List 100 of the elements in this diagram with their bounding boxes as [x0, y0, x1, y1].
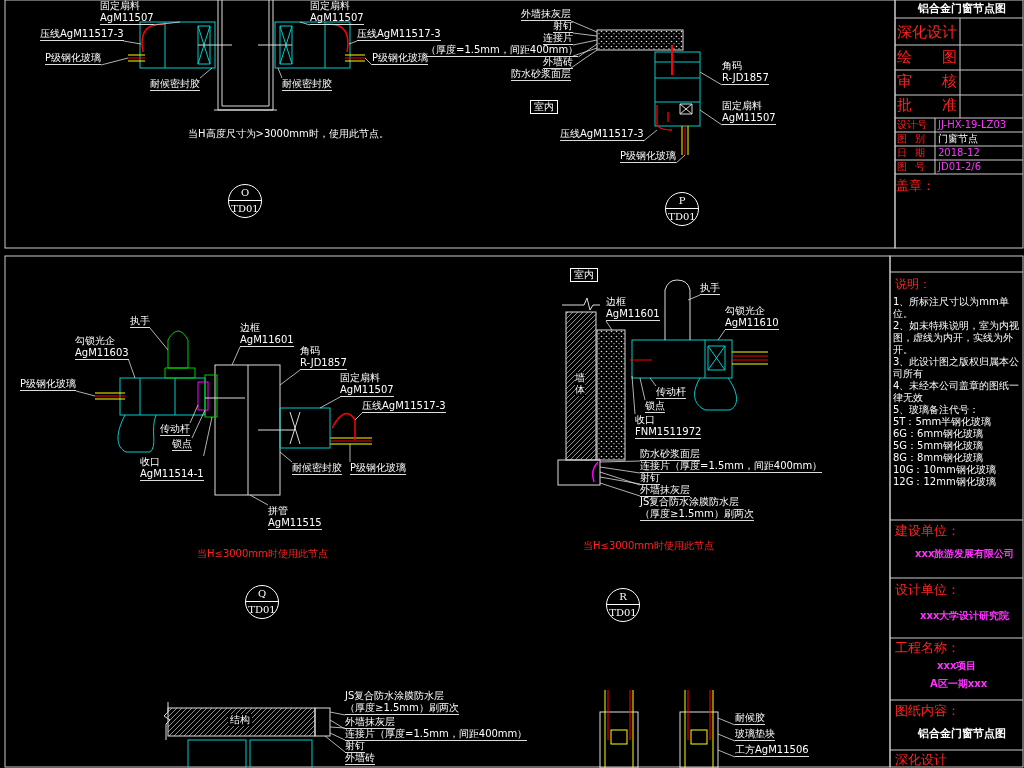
drawing-title: 铝合金门窗节点图 [918, 2, 1006, 15]
room-side-tag: 室内 [570, 268, 598, 282]
part-spec: （厚度≥1.5mm）刷两次 [345, 702, 459, 714]
note-text: 4、未经本公司盖章的图纸一律无效 [893, 380, 1020, 404]
leader-line [639, 377, 646, 401]
title-block-text: 批准 [897, 97, 987, 114]
leader-line [123, 40, 142, 45]
title-block-text: 建设单位： [895, 523, 960, 538]
part-name: 角码 [300, 345, 321, 357]
title-block-text: 盖章： [896, 178, 935, 193]
part-name: 收口 [140, 456, 161, 468]
leader-line [675, 154, 686, 164]
callout-label [268, 505, 322, 530]
callout-label [722, 60, 769, 85]
part-spec: R-JD1857 [722, 72, 769, 84]
leader-line [349, 443, 351, 463]
room-side-tag: 室内 [530, 100, 558, 114]
title-block-text: 图纸内容： [895, 703, 960, 718]
drawing-note: 当H≤3000mm时使用此节点 [583, 540, 714, 552]
leader-line [572, 32, 598, 37]
title-block-text: xxx旅游发展有限公司 [915, 548, 1015, 560]
leader-line [699, 109, 723, 126]
leader-line [717, 749, 736, 758]
leader-line [324, 735, 346, 753]
leader-line [687, 294, 701, 301]
leader-line [279, 451, 293, 463]
section-letter: R [618, 590, 628, 604]
part-spec: AgM11507 [310, 12, 364, 24]
leader-line [570, 20, 598, 33]
leader-line [191, 409, 206, 439]
part-name: 固定扇料 [310, 0, 351, 12]
leader-line [279, 369, 301, 386]
note-text: 8G：8mm钢化玻璃 [893, 452, 984, 464]
title-block-text: 深化设计 [895, 752, 947, 767]
callout-label: 连接片（厚度=1.5mm，间距400mm） [640, 460, 823, 473]
note-text: 3、此设计图之版权归属本公司所有 [893, 356, 1020, 380]
wall-label: 墙体 [575, 372, 585, 396]
leader-line [577, 43, 598, 58]
title-block-text: JJ-HX-19-LZ03 [938, 119, 1007, 131]
part-spec: R-JD1857 [300, 357, 347, 369]
drawing-note: 当H≤3000mm时使用此节点 [197, 548, 328, 560]
callout-label: 连接片（厚度=1.5mm，间距400mm） [345, 728, 528, 741]
callout-label [75, 335, 129, 360]
callout-label [722, 100, 776, 125]
part-name: 角码 [722, 60, 743, 72]
part-spec: AgM11514-1 [140, 468, 204, 480]
part-spec: AgM11610 [725, 317, 779, 329]
part-name: 边框 [606, 296, 627, 308]
part-name: 拼管 [268, 505, 289, 517]
part-name: 勾锁光企 [75, 335, 116, 347]
leader-line [599, 476, 641, 485]
callout-label: 防水砂浆面层 [511, 68, 571, 81]
note-text: 1、所标注尺寸以为mm单位。 [893, 296, 1010, 320]
leader-line [572, 47, 598, 57]
callout-label [100, 0, 154, 25]
callout-label: （厚度=1.5mm，间距400mm） [426, 44, 579, 57]
leader-line [354, 412, 363, 421]
title-block-text: 工程名称： [895, 640, 960, 655]
note-text: 2、如未特殊说明，室为内视图，虚线为内开，实线为外开。 [893, 320, 1020, 356]
leader-line [599, 460, 641, 463]
callout-label: 外墙砖 [345, 752, 375, 765]
part-spec: AgM11601 [240, 334, 294, 346]
section-letter: O [239, 186, 251, 200]
title-block-text: 图别 [897, 133, 933, 145]
part-spec: （厚度≥1.5mm）刷两次 [640, 508, 754, 520]
part-spec: AgM11515 [268, 517, 322, 529]
drawing-number: TD01 [229, 200, 261, 216]
leader-line [643, 129, 658, 142]
leader-line [128, 359, 136, 379]
leader-line [75, 390, 96, 397]
callout-label: P级钢化玻璃 [45, 52, 102, 65]
part-spec: AgM11601 [606, 308, 660, 320]
drawing-number: TD01 [607, 604, 639, 620]
leader-line [153, 21, 181, 26]
part-name: 边框 [240, 322, 261, 334]
part-name: 固定扇料 [340, 372, 381, 384]
structure-label: 结构 [228, 714, 252, 726]
drawing-number: TD01 [666, 208, 698, 224]
part-name: 固定扇料 [722, 100, 763, 112]
leader-line [570, 49, 598, 69]
title-block-text: 审核 [897, 73, 987, 90]
leader-line [717, 733, 736, 742]
leader-line [348, 40, 358, 45]
leader-line [100, 57, 129, 66]
leader-line [203, 416, 213, 457]
callout-label: 外墙抹灰层 [345, 716, 395, 729]
leader-line [231, 346, 241, 366]
callout-label: 外墙砖 [543, 56, 573, 69]
title-block-text: A区一期xxx [930, 678, 988, 690]
leader-line [572, 39, 598, 46]
part-spec: AgM11603 [75, 347, 129, 359]
part-spec: FNM1511972 [635, 426, 702, 438]
leader-line [329, 732, 346, 741]
title-block-text: 图号 [897, 161, 933, 173]
leader-line [329, 726, 346, 729]
leader-line [717, 717, 736, 726]
callout-label: 执手 [130, 315, 150, 328]
callout-label: 玻璃垫块 [735, 728, 775, 741]
section-letter: P [677, 194, 687, 208]
note-text: 5G：5mm钢化玻璃 [893, 440, 984, 452]
